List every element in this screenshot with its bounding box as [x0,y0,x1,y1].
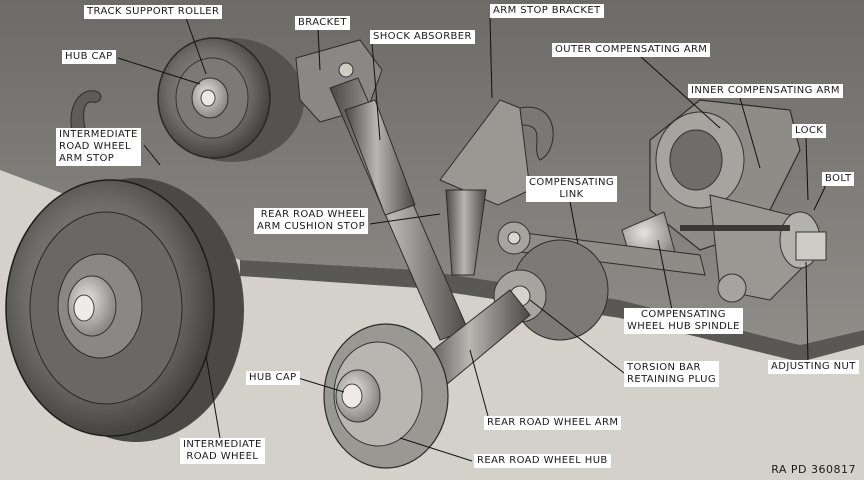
label-line: RETAINING PLUG [627,374,716,385]
track-support-roller [157,37,304,162]
label-line: TORSION BAR [627,362,701,373]
label-intermediate-road-wheel-arm-stop: INTERMEDIATE ROAD WHEEL ARM STOP [56,128,141,166]
figure-id: RA PD 360817 [771,463,856,476]
compensating-arm-assembly [621,99,827,301]
label-compensating-link: COMPENSATING LINK [526,176,617,202]
label-torsion-bar-retaining-plug: TORSION BAR RETAINING PLUG [624,361,719,387]
label-lock: LOCK [792,124,827,138]
hull-edge-shadow [240,260,864,362]
label-rear-road-wheel-hub: REAR ROAD WHEEL HUB [474,454,611,468]
label-shock-absorber: SHOCK ABSORBER [370,30,475,44]
label-rear-road-wheel-arm-cushion-stop: REAR ROAD WHEEL ARM CUSHION STOP [254,208,369,234]
label-bracket: BRACKET [295,16,350,30]
label-line: ROAD WHEEL [59,141,131,152]
label-line: INTERMEDIATE [183,439,262,450]
label-compensating-wheel-hub-spindle: COMPENSATING WHEEL HUB SPINDLE [624,308,743,334]
label-line: ARM STOP [59,153,115,164]
label-arm-stop-bracket: ARM STOP BRACKET [490,4,604,18]
label-track-support-roller: TRACK SUPPORT ROLLER [84,5,223,19]
label-rear-road-wheel-arm: REAR ROAD WHEEL ARM [484,416,622,430]
label-outer-compensating-arm: OUTER COMPENSATING ARM [552,43,711,57]
label-bolt: BOLT [822,172,855,186]
label-intermediate-road-wheel: INTERMEDIATE ROAD WHEEL [180,438,265,464]
label-line: REAR ROAD WHEEL [260,209,366,220]
label-line: WHEEL HUB SPINDLE [627,321,740,332]
arm-stop-bracket-part [439,99,554,276]
label-inner-compensating-arm: INNER COMPENSATING ARM [688,84,843,98]
label-line: COMPENSATING [640,309,726,320]
label-line: ARM CUSHION STOP [257,221,366,232]
intermediate-road-wheel-part [5,178,244,442]
label-line: LINK [559,189,584,200]
label-line: COMPENSATING [529,177,614,188]
rear-road-wheel-hub-part [323,323,449,469]
label-adjusting-nut: ADJUSTING NUT [768,360,859,374]
label-line: ROAD WHEEL [186,451,259,462]
label-hub-cap-top: HUB CAP [62,50,116,64]
label-hub-cap-bottom: HUB CAP [246,371,300,385]
label-line: INTERMEDIATE [59,129,138,140]
